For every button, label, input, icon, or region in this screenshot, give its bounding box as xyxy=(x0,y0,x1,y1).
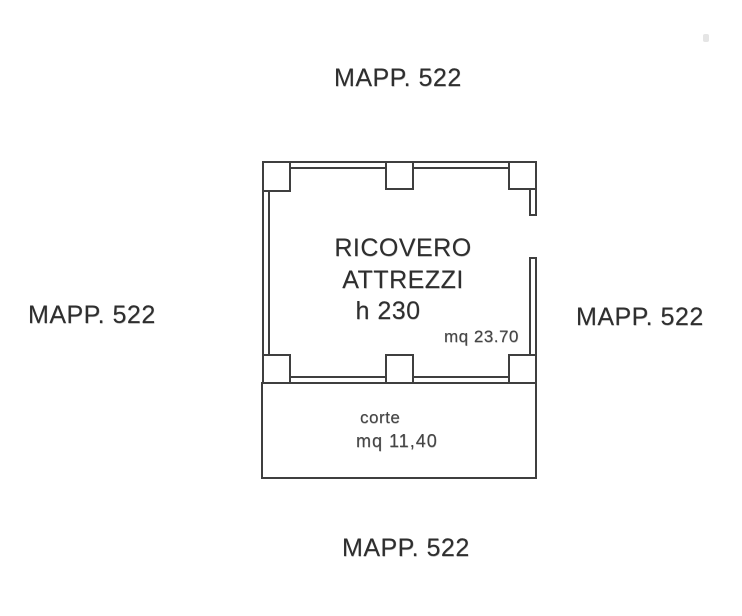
parcel-label-bottom: MAPP. 522 xyxy=(342,534,470,562)
parcel-label-top: MAPP. 522 xyxy=(334,64,462,92)
pillar-top-middle xyxy=(385,161,414,190)
pillar-bottom-right xyxy=(508,354,537,384)
pillar-bottom-left xyxy=(262,354,291,384)
courtyard-area-label: mq 11,40 xyxy=(356,431,438,451)
room-label-block: RICOVERO ATTREZZI h 230 xyxy=(297,233,509,328)
room-area-label: mq 23.70 xyxy=(444,327,519,346)
pillar-top-left xyxy=(262,161,291,192)
room-name-line1: RICOVERO xyxy=(334,234,472,262)
room-height-label: h 230 xyxy=(355,297,421,325)
room-name-line2: ATTREZZI xyxy=(342,265,464,294)
room-wall-left xyxy=(262,161,270,384)
pillar-top-right xyxy=(508,161,537,190)
parcel-label-left: MAPP. 522 xyxy=(28,301,156,329)
courtyard-name-label: corte xyxy=(360,408,401,427)
parcel-label-right: MAPP. 522 xyxy=(576,303,704,331)
scan-artifact-dot xyxy=(703,34,709,42)
pillar-bottom-middle xyxy=(385,354,414,384)
